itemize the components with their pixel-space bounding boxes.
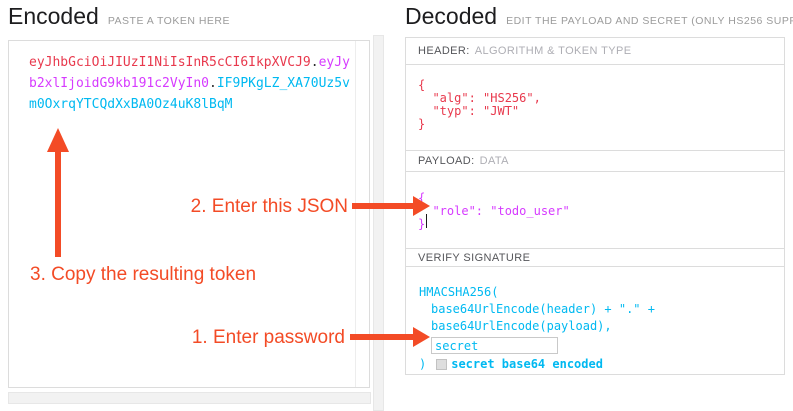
token-input[interactable]: eyJhbGciOiJIUzI1NiIsInR5cCI6IkpXVCJ9.eyJ… [8,40,370,388]
base64-header-line: base64UrlEncode(header) + "." + [431,302,655,316]
token-dot: . [310,55,319,70]
verify-section-label: VERIFY SIGNATURE [406,249,784,267]
decoded-title: Decoded [405,3,498,29]
encoded-title-row: Encoded PASTE A TOKEN HERE [8,3,230,30]
closing-paren: ) [419,357,427,371]
token-dot: . [209,76,217,91]
decoded-subtitle: EDIT THE PAYLOAD AND SECRET (ONLY HS256 … [506,15,793,27]
arrow-line-step2 [352,203,414,209]
annotation-step2: 2. Enter this JSON [190,196,348,217]
decoded-title-row: Decoded EDIT THE PAYLOAD AND SECRET (ONL… [405,3,793,30]
header-json-editor[interactable]: { "alg": "HS256", "typ": "JWT" } [406,65,784,151]
annotation-step3: 3. Copy the resulting token [30,264,257,285]
token-payload-segment: eyJyb2xlIjoidG9kb191c2VyIn0 [29,55,350,91]
header-json[interactable]: { "alg": "HS256", "typ": "JWT" } [418,78,541,131]
jwt-token-text[interactable]: eyJhbGciOiJIUzI1NiIsInR5cCI6IkpXVCJ9.eyJ… [29,52,350,115]
encoded-subtitle: PASTE A TOKEN HERE [107,15,231,27]
header-section-label: HEADER: ALGORITHM & TOKEN TYPE [406,38,784,65]
arrow-line-step3 [55,150,61,257]
horizontal-scrollbar[interactable] [8,392,371,404]
signature-section: HMACSHA256( base64UrlEncode(header) + ".… [406,267,784,379]
token-signature-segment: IF9PKgLZ_XA70Uz5vm0OxrqYTCQdXxBA0Oz4uK8l… [29,76,350,112]
payload-json-editor[interactable]: { "role": "todo_user" } [406,172,784,249]
verify-signature-label: VERIFY SIGNATURE [418,251,531,264]
base64-payload-line: base64UrlEncode(payload), [431,319,612,333]
arrow-line-step1 [350,334,414,340]
encoded-title: Encoded [8,3,99,29]
text-cursor [425,214,427,228]
annotation-step1: 1. Enter password [191,327,345,348]
encoded-scrollbar-track[interactable] [355,41,369,387]
payload-label-hint: DATA [479,155,509,167]
decoded-panel: HEADER: ALGORITHM & TOKEN TYPE { "alg": … [405,37,785,375]
signature-close-row: ) secret base64 encoded [419,357,784,372]
secret-input[interactable] [431,337,558,354]
token-header-segment: eyJhbGciOiJIUzI1NiIsInR5cCI6IkpXVCJ9 [29,55,311,70]
payload-section-label: PAYLOAD: DATA [406,151,784,172]
arrow-head-step3-icon [47,128,69,152]
arrow-head-step1-icon [413,327,430,347]
payload-json[interactable]: { "role": "todo_user" } [418,191,570,231]
hmac-line: HMACSHA256( [419,285,499,299]
vertical-scrollbar[interactable] [373,35,384,411]
header-label-hint: ALGORITHM & TOKEN TYPE [474,45,632,57]
base64-encoded-checkbox-label[interactable]: secret base64 encoded [451,357,603,371]
arrow-head-step2-icon [413,196,430,216]
payload-label: PAYLOAD: [418,155,475,167]
header-label: HEADER: [418,45,470,57]
base64-encoded-checkbox[interactable] [436,359,448,370]
